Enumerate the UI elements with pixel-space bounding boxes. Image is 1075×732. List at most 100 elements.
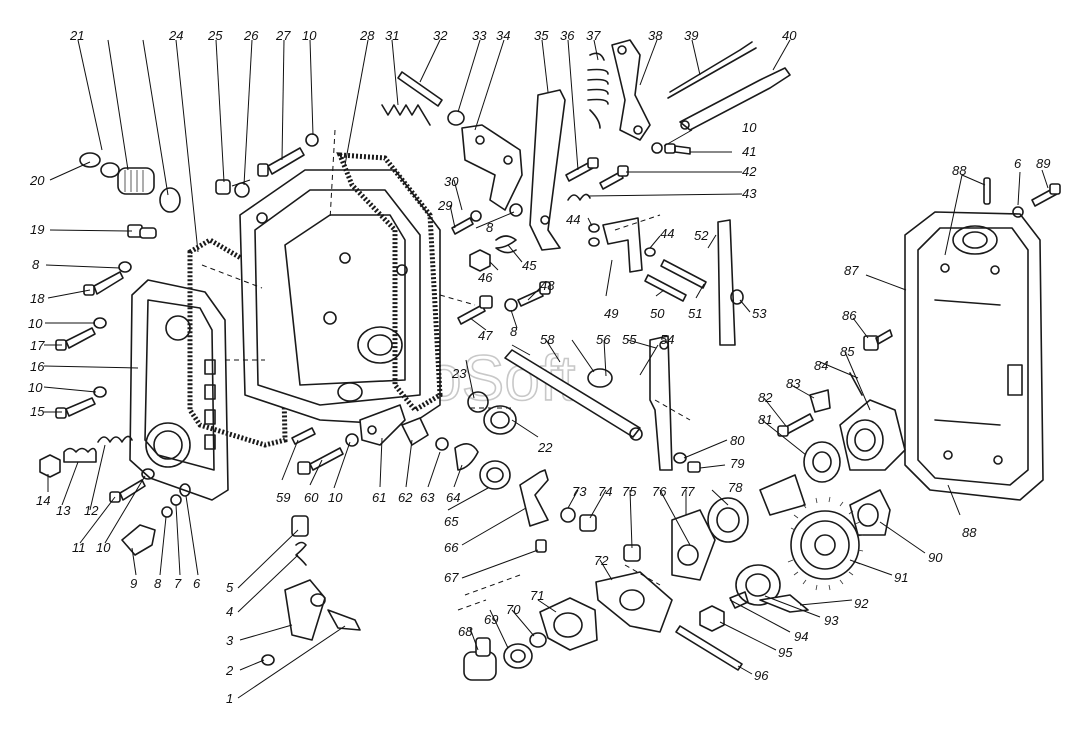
- callout-label-80: 80: [730, 433, 745, 448]
- callout-label-40: 40: [782, 28, 797, 43]
- callout-label-75: 75: [622, 484, 637, 499]
- part-bracket-34: [461, 124, 523, 211]
- callout-label-62: 62: [398, 490, 413, 505]
- callout-label-10a: 10: [302, 28, 317, 43]
- callout-label-44b: 44: [660, 226, 674, 241]
- callout-label-74: 74: [598, 484, 612, 499]
- part-control-shaft: [504, 349, 643, 441]
- callout-label-14: 14: [36, 493, 50, 508]
- part-lever-assembly: [261, 515, 361, 666]
- callout-label-50: 50: [650, 306, 665, 321]
- callout-label-65: 65: [444, 514, 459, 529]
- callout-label-72: 72: [594, 553, 609, 568]
- part-bolt-19: [127, 224, 157, 239]
- callout-label-93: 93: [824, 613, 839, 628]
- callout-label-47: 47: [478, 328, 493, 343]
- callout-label-2: 2: [225, 663, 234, 678]
- part-lever-35: [529, 89, 566, 251]
- part-right-bolts: [565, 142, 691, 201]
- callout-label-52: 52: [694, 228, 709, 243]
- callout-label-10f: 10: [742, 120, 757, 135]
- callout-label-24: 24: [168, 28, 183, 43]
- parts-layer: [39, 39, 1061, 681]
- callout-label-6a: 6: [193, 576, 201, 591]
- callout-label-46: 46: [478, 270, 493, 285]
- callout-label-42: 42: [742, 164, 757, 179]
- callout-label-70: 70: [506, 602, 521, 617]
- callout-label-41: 41: [742, 144, 756, 159]
- callout-label-55: 55: [622, 332, 637, 347]
- callout-label-66: 66: [444, 540, 459, 555]
- callout-label-11: 11: [72, 540, 86, 555]
- part-bearing-housing: [777, 329, 906, 483]
- callout-label-60: 60: [304, 490, 319, 505]
- callout-label-8c: 8: [486, 220, 494, 235]
- part-lower-screws: [291, 427, 359, 475]
- callout-label-76: 76: [652, 484, 667, 499]
- callout-leader-lines: [43, 39, 1049, 699]
- callout-label-10c: 10: [28, 380, 43, 395]
- callout-label-94: 94: [794, 629, 808, 644]
- callout-label-21: 21: [69, 28, 84, 43]
- callout-label-63: 63: [420, 490, 435, 505]
- callout-label-4: 4: [226, 604, 233, 619]
- callout-label-58: 58: [540, 332, 555, 347]
- callout-label-48: 48: [540, 278, 555, 293]
- part-block-bearing: [671, 474, 806, 581]
- callout-label-78: 78: [728, 480, 743, 495]
- part-plug-assembly: [79, 152, 181, 213]
- callout-label-85: 85: [840, 344, 855, 359]
- part-front-cover: [129, 279, 229, 501]
- callout-label-5: 5: [226, 580, 234, 595]
- callout-label-34: 34: [496, 28, 510, 43]
- callout-label-82: 82: [758, 390, 773, 405]
- part-lever-plate-55: [649, 335, 673, 471]
- part-spring-lever: [587, 39, 651, 141]
- callout-label-88a: 88: [952, 163, 967, 178]
- callout-label-68: 68: [458, 624, 473, 639]
- part-bracket-66: [519, 469, 549, 553]
- part-right-housing: [904, 211, 1044, 501]
- callout-label-38: 38: [648, 28, 663, 43]
- callout-label-6b: 6: [1014, 156, 1022, 171]
- callout-labels: 1234566788889101010101010111213141516171…: [28, 28, 1050, 706]
- part-fittings-62-65: [401, 391, 517, 490]
- callout-label-35: 35: [534, 28, 549, 43]
- callout-label-8d: 8: [510, 324, 518, 339]
- callout-label-44a: 44: [566, 212, 580, 227]
- alignment-lines: [201, 129, 691, 611]
- callout-label-64: 64: [446, 490, 460, 505]
- callout-label-59: 59: [276, 490, 290, 505]
- part-mid-bolts: [457, 281, 551, 325]
- callout-label-22b: 22: [537, 440, 553, 455]
- callout-label-53: 53: [752, 306, 767, 321]
- callout-label-89: 89: [1036, 156, 1050, 171]
- callout-label-27: 27: [275, 28, 291, 43]
- callout-label-91: 91: [894, 570, 908, 585]
- callout-label-28: 28: [359, 28, 375, 43]
- callout-label-49: 49: [604, 306, 618, 321]
- callout-label-90: 90: [928, 550, 943, 565]
- part-housing-gasket: [336, 152, 443, 414]
- callout-label-77: 77: [680, 484, 695, 499]
- part-screw-79-80: [673, 452, 701, 473]
- callout-label-30: 30: [444, 174, 459, 189]
- part-bolts-left: [55, 261, 132, 419]
- callout-label-36: 36: [560, 28, 575, 43]
- callout-label-20: 20: [29, 173, 45, 188]
- callout-label-10d: 10: [96, 540, 111, 555]
- callout-label-95: 95: [778, 645, 793, 660]
- callout-label-54: 54: [660, 332, 674, 347]
- callout-label-25: 25: [207, 28, 223, 43]
- callout-label-10b: 10: [28, 316, 43, 331]
- callout-label-39: 39: [684, 28, 698, 43]
- callout-label-37a: 37: [586, 28, 601, 43]
- callout-label-3: 3: [226, 633, 234, 648]
- callout-label-31: 31: [385, 28, 399, 43]
- callout-label-15: 15: [30, 404, 45, 419]
- callout-label-13: 13: [56, 503, 71, 518]
- callout-label-92: 92: [854, 596, 869, 611]
- callout-label-16: 16: [30, 359, 45, 374]
